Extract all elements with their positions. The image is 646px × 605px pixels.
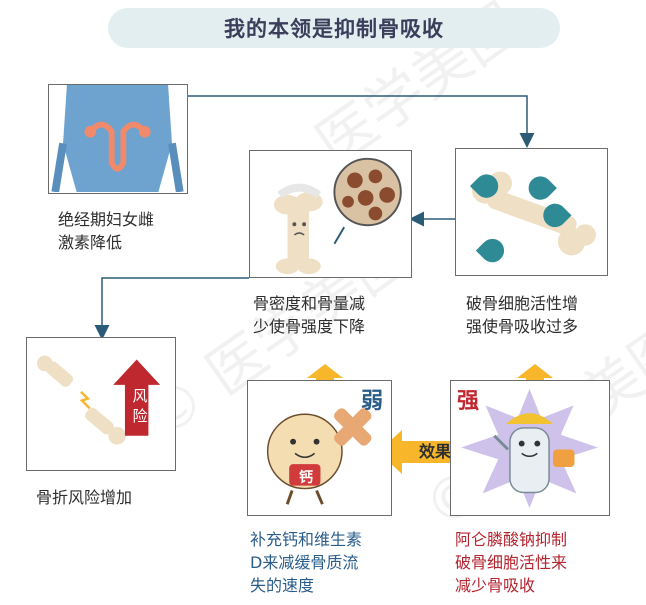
fracture-box: 风 险 [26, 337, 176, 471]
fracture-label: 骨折风险增加 [36, 488, 133, 507]
menopause-label: 绝经期妇女雌 激素降低 [58, 210, 155, 252]
calcium-box: 钙 弱 [247, 380, 392, 516]
alendronate-mascot [493, 413, 575, 494]
bandage-icon [334, 408, 372, 446]
uterus-icon [84, 121, 151, 172]
fragile-bone-character [273, 183, 323, 275]
menopause-box [48, 84, 188, 194]
female-body-illustration [63, 85, 172, 192]
arrow-menopause-to-osteoclast [188, 95, 535, 148]
calcium-mascot [266, 413, 343, 505]
porous-bone-magnifier [333, 157, 402, 245]
risk-badge-text: 风 险 [132, 387, 148, 425]
bone-density-label: 骨密度和骨量减 少使骨强度下降 [253, 294, 366, 336]
title-banner: 我的本领是抑制骨吸收 [108, 8, 560, 48]
osteoclast-icons [469, 174, 572, 263]
weak-badge: 弱 [361, 389, 384, 414]
calcium-label: 补充钙和维生素 D来减缓骨质流 失的速度 [250, 530, 363, 595]
arrow-density-to-fracture [94, 277, 249, 340]
calcium-mascot-label: 钙 [299, 470, 313, 486]
page-title: 我的本领是抑制骨吸收 [224, 17, 444, 41]
alendronate-label: 阿仑膦酸钠抑制 破骨细胞活性来 减少骨吸收 [455, 530, 568, 595]
osteoclast-label: 破骨细胞活性增 强使骨吸收过多 [466, 294, 579, 336]
bone-density-box [249, 150, 412, 278]
effect-label: 效果 [418, 442, 451, 461]
alendronate-box: 强 [450, 380, 610, 516]
broken-bone-icon [36, 355, 126, 445]
osteoclast-box [455, 148, 608, 276]
strong-badge: 强 [457, 389, 480, 414]
